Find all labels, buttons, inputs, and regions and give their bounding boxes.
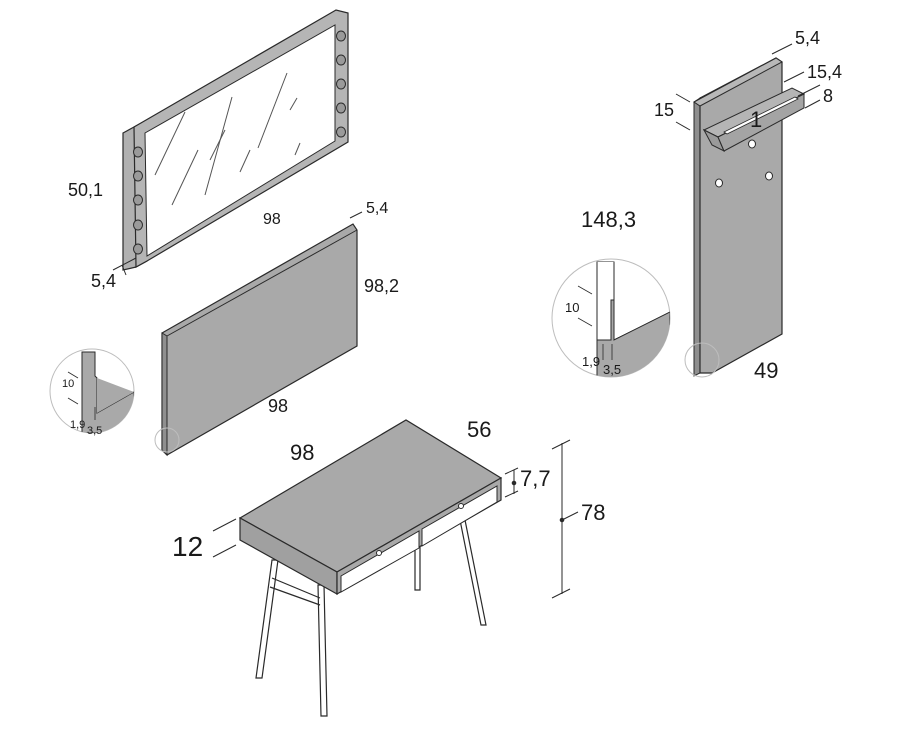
bulb-icon bbox=[336, 54, 346, 66]
coat-shelf-groove bbox=[723, 96, 799, 135]
panel-detail-height: 10 bbox=[62, 378, 74, 390]
coat-detail-height: 10 bbox=[565, 300, 579, 315]
wall-panel-front bbox=[161, 223, 358, 456]
mirror-width-label: 98 bbox=[263, 211, 281, 228]
mirror-height-label: 50,1 bbox=[68, 180, 103, 200]
hook-icon bbox=[748, 139, 756, 149]
bulb-icon bbox=[336, 78, 346, 90]
coat-shelf-offset-label: 15 bbox=[654, 100, 674, 120]
coat-hooks bbox=[715, 139, 773, 188]
bulb-icon bbox=[133, 219, 143, 231]
desk-drawer-right bbox=[421, 485, 498, 547]
desk-legs-front bbox=[255, 559, 328, 717]
coat-panel: 5,4 15,4 8 1 15 148,3 49 bbox=[581, 28, 842, 383]
bulb-icon bbox=[133, 194, 143, 206]
bulb-icon bbox=[133, 146, 143, 158]
coat-depth-label: 5,4 bbox=[795, 28, 820, 48]
desk-top-label: 12 bbox=[172, 531, 203, 562]
desk-height-label: 78 bbox=[581, 500, 605, 525]
bulb-icon bbox=[133, 170, 143, 182]
mirror-glass bbox=[144, 24, 336, 257]
bulb-icon bbox=[336, 102, 346, 114]
desk-drawer-left bbox=[340, 530, 420, 593]
wall-panel: 5,4 98,2 98 bbox=[154, 200, 399, 457]
coat-panel-edge bbox=[693, 97, 701, 377]
wall-panel-top-edge bbox=[166, 229, 358, 337]
desk-drawer-label: 7,7 bbox=[520, 466, 551, 491]
panel-width-label: 98 bbox=[268, 396, 288, 416]
panel-detail-b: 3,5 bbox=[87, 425, 102, 437]
coat-shelf-thick-label: 1 bbox=[750, 107, 762, 132]
coat-shelf-depth-label: 15,4 bbox=[807, 62, 842, 82]
panel-detail: 10 1,9 3,5 bbox=[49, 348, 135, 437]
panel-detail-a: 1,9 bbox=[70, 419, 85, 431]
desk-top-thickness-dim bbox=[212, 518, 237, 558]
panel-depth-dim bbox=[349, 211, 363, 219]
coat-detail-b: 3,5 bbox=[603, 362, 621, 377]
desk-width-label: 98 bbox=[290, 440, 314, 465]
mirror-reflection-lines bbox=[154, 72, 301, 206]
bulb-icon bbox=[336, 126, 346, 138]
panel-height-label: 98,2 bbox=[364, 276, 399, 296]
coat-detail: 10 1,9 3,5 bbox=[551, 258, 671, 378]
drawer-knob-icon bbox=[376, 550, 382, 556]
mirror-bulbs-right bbox=[336, 30, 346, 138]
coat-width-label: 49 bbox=[754, 358, 778, 383]
mirror-depth-dim bbox=[112, 257, 137, 276]
coat-height-label: 148,3 bbox=[581, 207, 636, 232]
coat-detail-marker bbox=[684, 342, 720, 378]
bulb-icon bbox=[133, 243, 143, 255]
mirror: 50,1 98 5,4 bbox=[68, 9, 349, 291]
hook-icon bbox=[715, 178, 723, 188]
drawer-knob-icon bbox=[458, 503, 464, 509]
desk: 98 56 7,7 78 12 bbox=[172, 417, 605, 717]
mirror-bulbs-left bbox=[133, 146, 143, 255]
coat-detail-a: 1,9 bbox=[582, 354, 600, 369]
desk-drawer-dim bbox=[504, 467, 519, 498]
coat-dims bbox=[675, 43, 821, 131]
wall-panel-edge bbox=[161, 332, 168, 457]
coat-panel-top bbox=[693, 57, 783, 107]
hook-icon bbox=[765, 171, 773, 181]
desk-height-dim bbox=[551, 439, 579, 599]
panel-depth-label: 5,4 bbox=[366, 200, 388, 217]
coat-shelf-height-label: 8 bbox=[823, 86, 833, 106]
bulb-icon bbox=[336, 30, 346, 42]
desk-depth-label: 56 bbox=[467, 417, 491, 442]
panel-detail-marker bbox=[154, 427, 180, 453]
mirror-depth-label: 5,4 bbox=[91, 271, 116, 291]
